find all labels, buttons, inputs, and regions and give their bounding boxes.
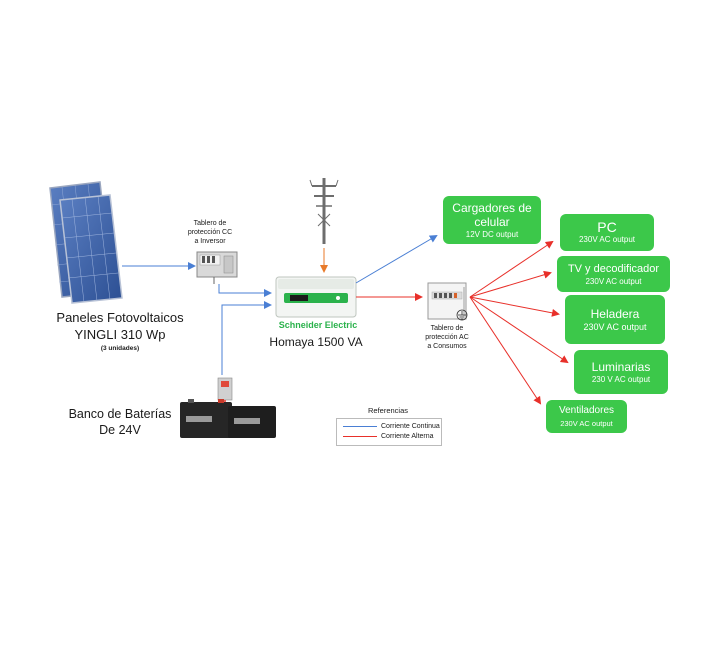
pv-label: Paneles Fotovoltaicos YINGLI 310 Wp xyxy=(30,309,210,343)
inverter-model: Homaya 1500 VA xyxy=(269,335,363,349)
load-box-chargers: Cargadores de celular 12V DC output xyxy=(443,196,541,244)
ac-board-label-1: Tablero de xyxy=(430,325,464,332)
load-box-fridge: Heladera 230V AC output xyxy=(565,295,665,344)
battery-label: Banco de Baterías De 24V xyxy=(60,406,180,438)
load-subtitle: 230V AC output xyxy=(585,276,642,286)
battery-bank xyxy=(180,377,276,438)
line-to-lights xyxy=(469,296,569,364)
legend-ac: Corriente Alterna xyxy=(343,433,434,440)
dc-line-swatch xyxy=(343,426,377,427)
battery-label-2: De 24V xyxy=(99,423,141,437)
line-inverter-to-chargers xyxy=(355,234,438,284)
dc-protection-board xyxy=(196,251,238,284)
line-to-fans xyxy=(469,296,542,405)
load-subtitle: 230V AC output xyxy=(560,419,613,428)
dc-board-label-2: protección CC xyxy=(187,229,233,236)
line-to-fridge xyxy=(469,296,560,317)
ac-load-connections xyxy=(469,240,569,405)
legend-ac-label: Corriente Alterna xyxy=(381,433,434,440)
legend-box: Corriente Continua Corriente Alterna xyxy=(336,418,442,446)
utility-pole xyxy=(309,178,339,244)
pv-title-2: YINGLI 310 Wp xyxy=(74,327,166,342)
load-title: PC xyxy=(597,219,617,235)
dc-board-label-1: Tablero de xyxy=(193,220,227,227)
dc-board-label-3: a Inversor xyxy=(194,238,226,245)
load-title: Ventiladores xyxy=(558,405,615,416)
legend-dc: Corriente Continua xyxy=(343,423,440,430)
load-title: TV y decodificador xyxy=(567,262,660,275)
solar-panels xyxy=(49,181,123,304)
load-box-lights: Luminarias 230 V AC output xyxy=(574,350,668,394)
load-subtitle: 12V DC output xyxy=(465,229,519,239)
ac-board-label-3: a Consumos xyxy=(427,343,467,350)
ground-icon xyxy=(456,309,468,321)
pv-units: (3 unidades) xyxy=(100,345,140,352)
legend-title: Referencias xyxy=(367,406,409,415)
line-battery-to-inverter xyxy=(221,301,272,375)
load-title: Heladera xyxy=(590,307,640,321)
ac-protection-board xyxy=(427,282,467,320)
load-box-fans: Ventiladores 230V AC output xyxy=(546,400,627,433)
line-to-tv xyxy=(469,270,552,298)
load-box-tv: TV y decodificador 230V AC output xyxy=(557,256,670,292)
pv-title-1: Paneles Fotovoltaicos xyxy=(56,310,184,325)
battery-label-1: Banco de Baterías xyxy=(68,407,172,421)
ac-board-label: Tablero de protección AC a Consumos xyxy=(416,324,478,351)
inverter-brand: Schneider Electric xyxy=(278,320,358,330)
load-title: Luminarias xyxy=(591,359,651,374)
load-subtitle: 230V AC output xyxy=(583,322,647,332)
line-to-pc xyxy=(469,240,554,298)
ac-line-swatch xyxy=(343,436,377,437)
load-subtitle: 230 V AC output xyxy=(591,374,651,384)
line-dc-board-to-inverter xyxy=(218,284,272,297)
load-subtitle: 230V AC output xyxy=(578,235,636,244)
dc-board-label: Tablero de protección CC a Inversor xyxy=(180,219,240,246)
ac-board-label-2: protección AC xyxy=(425,334,469,341)
solar-panel-front xyxy=(59,194,123,304)
inverter xyxy=(275,276,357,318)
load-box-pc: PC 230V AC output xyxy=(560,214,654,251)
dc-connections xyxy=(122,234,438,375)
load-title: Cargadores de celular xyxy=(452,200,532,229)
legend-dc-label: Corriente Continua xyxy=(381,423,440,430)
